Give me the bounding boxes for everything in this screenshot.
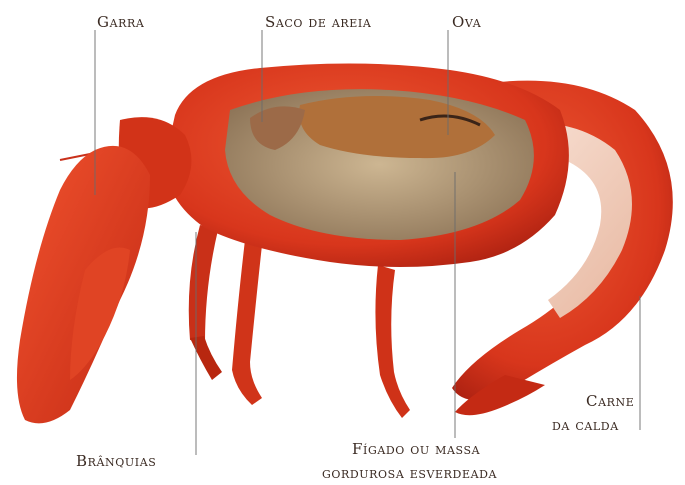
label-tail-meat-line2: da calda <box>552 416 619 434</box>
label-roe: Ova <box>452 13 481 31</box>
label-liver-line1: Fígado ou massa <box>352 440 480 458</box>
lobster-body <box>165 63 569 267</box>
lobster-claw <box>17 117 191 423</box>
label-grit-sac: Saco de areia <box>265 13 371 31</box>
label-tail-meat-line1: Carne <box>586 392 634 410</box>
label-liver-line2: gordurosa esverdeada <box>322 464 497 482</box>
label-claw: Garra <box>97 13 144 31</box>
label-gills: Brânquias <box>76 452 156 470</box>
